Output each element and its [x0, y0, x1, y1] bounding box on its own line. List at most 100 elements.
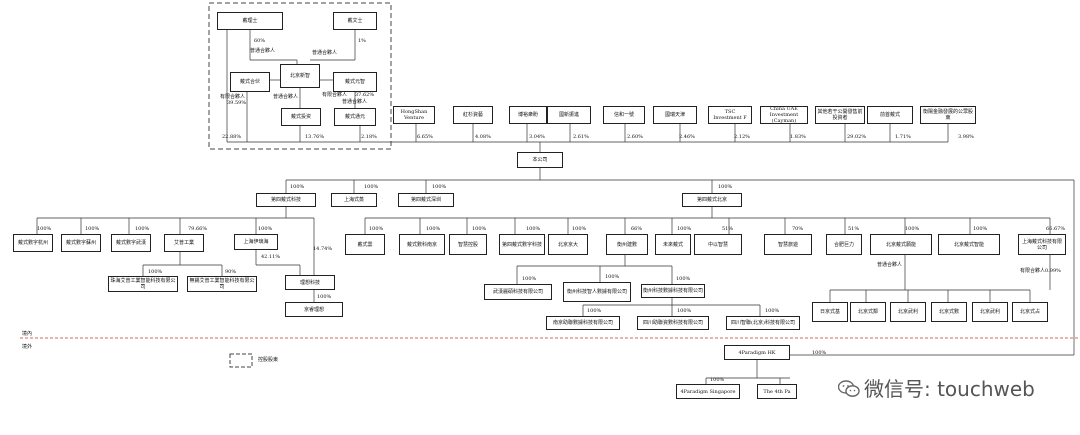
nanjing-box: 南京助聯數據科技有限公司 — [546, 316, 620, 330]
hengzhou-b-box: 衡州科技數據科技有限公司 — [641, 284, 705, 298]
hengzhou-a-box: 衡州科技智人數據有限公司 — [563, 282, 631, 302]
right-child-box: 合肥巨力 — [826, 234, 862, 255]
pct-g: 2.18% — [361, 134, 377, 140]
right-child-pct: 100% — [526, 226, 541, 232]
investor-box: HongShan Venture — [393, 106, 435, 124]
investor-pct: 4.08% — [475, 134, 491, 140]
pct-beijing: 100% — [765, 308, 780, 314]
fund-box: 北京武利 — [890, 302, 926, 322]
overseas-label: 境外 — [22, 344, 33, 350]
right-child-pct: 100% — [472, 226, 487, 232]
investor-box: 信和一號 — [603, 106, 645, 124]
investor-pct: 2.60% — [627, 134, 643, 140]
shareholder-a: 戴理士 — [217, 12, 283, 30]
investor-pct: 29.02% — [847, 134, 867, 140]
right-child-pct: 100% — [973, 226, 988, 232]
shareholder-g: 戴式通元 — [334, 108, 376, 126]
right-child-box: 戴式數科南京 — [399, 234, 445, 255]
investor-pct: 1.83% — [790, 134, 806, 140]
fund-box: 北京武利 — [972, 302, 1008, 322]
investor-box: 紅杉資藝 — [453, 106, 493, 124]
pct-c-to-d: 39.59% — [227, 100, 247, 106]
pct-a-to-c: 60% — [254, 38, 266, 44]
left-child-pct: 79.66% — [188, 226, 208, 232]
investor-pct: 2.12% — [734, 134, 750, 140]
pct-hengzhou-b: 100% — [676, 276, 691, 282]
investor-box: 前首戴式 — [867, 106, 913, 124]
shareholder-c: 戴式合伙 — [230, 72, 270, 92]
legend-dashed-box — [229, 353, 253, 368]
left-child-box: 戴式數字蘇州 — [61, 234, 101, 252]
paradigm-hk-box: 4Paradigm HK — [724, 345, 790, 360]
right-child-pct: 100% — [572, 226, 587, 232]
right-child-box: 未來戴式 — [655, 234, 691, 255]
pct-left-sub-b: 90% — [225, 269, 237, 275]
pct-nanjing: 100% — [587, 308, 602, 314]
investor-box: 衡陽金融發展的公眾股東 — [920, 106, 976, 124]
right-child-pct: 70% — [792, 226, 804, 232]
investor-pct: 1.71% — [895, 134, 911, 140]
label-gp1: 普通合夥人 — [250, 48, 276, 54]
jingrui-box: 京睿理想 — [285, 302, 343, 317]
label-lp2: 有限合夥人 — [322, 92, 348, 98]
pct-sichuan: 100% — [677, 308, 692, 314]
wuhan-box: 武漢麗碩科技有限公司 — [484, 284, 552, 300]
pct-jingrui: 100% — [317, 294, 332, 300]
pct-hengzhou-a: 100% — [605, 274, 620, 280]
lixiang-box: 理想科技 — [285, 275, 335, 290]
wechat-icon — [837, 379, 860, 397]
investor-pct: 2.61% — [573, 134, 589, 140]
label-funds-lp: 有限合夥人0.99% — [1020, 268, 1061, 274]
paradigm-other-box: The 4th Pa — [757, 384, 797, 399]
pct-sg: 100% — [710, 377, 725, 383]
level1-middle: 上海式蒸 — [331, 193, 377, 207]
watermark: 微信号: touchweb — [837, 373, 1035, 402]
right-child-pct: 100% — [369, 226, 384, 232]
fund-box: 北京式數 — [931, 302, 967, 322]
left-sub-a: 珠海艾普工業智能科技有限公司 — [108, 276, 178, 292]
investor-box: 博裕衆盼 — [509, 106, 547, 124]
investor-pct: 6.65% — [417, 134, 433, 140]
left-sub-b: 無錫艾普工業智能科技有限公司 — [187, 276, 257, 292]
pct-level1-right-mid: 100% — [432, 184, 447, 190]
fund-box: 北京式占 — [1012, 302, 1048, 322]
right-child-box: 戴式雲 — [345, 234, 385, 255]
investor-pct: 2.46% — [679, 134, 695, 140]
right-child-box: 上海戴式科技有限公司 — [1018, 234, 1066, 255]
right-child-pct: 100% — [677, 226, 692, 232]
investor-pct: 3.04% — [529, 134, 545, 140]
label-funds-gp: 普通合夥人 — [877, 262, 903, 268]
left-child-pct: 100% — [37, 226, 52, 232]
left-child-box: 艾普工業 — [164, 234, 204, 252]
right-child-pct: 66% — [631, 226, 643, 232]
pct-e: 37.62% — [355, 92, 375, 98]
domestic-label: 境內 — [22, 331, 33, 337]
right-child-pct: 51% — [722, 226, 734, 232]
company-box: 本公司 — [517, 152, 563, 168]
sichuan-box: 四川助聯資數科技有限公司 — [637, 316, 709, 330]
level1-right: 第四戴式北京 — [682, 193, 742, 207]
pct-f: 13.76% — [305, 134, 325, 140]
pct-level1-middle: 100% — [364, 184, 379, 190]
shareholder-d: 北京新智 — [280, 64, 320, 88]
right-child-box: 衡州建數 — [606, 234, 648, 255]
level1-left: 第四戴式科技 — [256, 193, 316, 207]
fund-box: 北京式鄰 — [850, 302, 886, 322]
pct-hai: 42.11% — [261, 254, 281, 260]
pct-left: 22.88% — [222, 134, 242, 140]
right-child-box: 北京戴式願能 — [870, 234, 932, 255]
right-child-pct: 100% — [905, 226, 920, 232]
shareholder-b: 戴文士 — [333, 12, 377, 30]
investor-box: China UAE Investment (Cayman) — [760, 106, 808, 124]
left-child-pct: 100% — [258, 226, 273, 232]
investor-box: 國瑞天津 — [653, 106, 697, 124]
label-gp4: 普通合夥人 — [342, 99, 368, 105]
label-lp1: 有限合夥人 — [220, 94, 246, 100]
investor-box: 國新振進 — [547, 106, 591, 124]
pct-b-to-c: 1% — [358, 38, 366, 44]
pct-wuhan: 100% — [522, 276, 537, 282]
label-gp2: 普通合夥人 — [312, 50, 338, 56]
paradigm-sg-box: 4Paradigm Singapore — [676, 384, 740, 399]
fund-box: 日京式基 — [812, 302, 848, 322]
investor-pct: 3.98% — [958, 134, 974, 140]
